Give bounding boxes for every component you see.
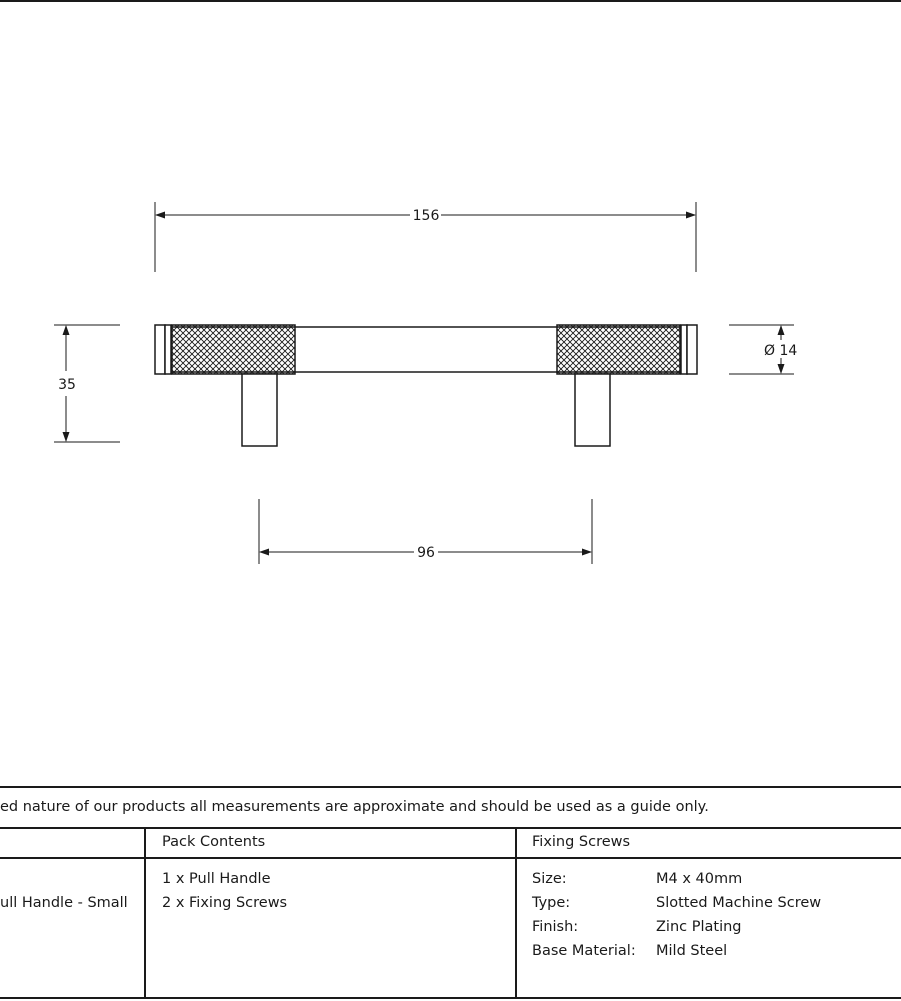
table-bottom-border [0,997,901,999]
left-post [241,373,278,447]
spec-label-finish: Finish: [532,919,579,935]
diameter-label: Ø 14 [764,343,797,359]
column-divider-1 [144,827,146,999]
right-end-collar [680,324,688,375]
spec-label-type: Type: [532,895,571,911]
spec-value-size: M4 x 40mm [656,871,743,887]
column-divider-2 [515,827,517,999]
technical-drawing: 156 35 Ø 14 96 [0,0,901,564]
right-knurled-grip [556,324,681,375]
pack-contents-heading: Pack Contents [162,834,266,850]
projection-label: 35 [58,377,76,393]
diameter-dimension: Ø 14 [729,324,797,375]
centres-label: 96 [417,545,435,561]
right-post [574,373,611,447]
projection-dimension: 35 [54,324,120,443]
spec-label-base-material: Base Material: [532,943,636,959]
left-end-cap [154,324,166,375]
header-divider [0,857,901,859]
spec-value-base-material: Mild Steel [656,943,728,959]
disclaimer-text: ed nature of our products all measuremen… [0,799,709,815]
spec-value-finish: Zinc Plating [656,919,742,935]
spec-value-type: Slotted Machine Screw [656,895,822,911]
fixing-screws-heading: Fixing Screws [532,834,631,850]
left-end-collar [164,324,172,375]
pack-contents-item: 1 x Pull Handle [162,871,271,887]
table-top-border [0,786,901,788]
pull-handle [154,324,698,447]
spec-label-size: Size: [532,871,567,887]
right-end-cap [686,324,698,375]
centres-dimension: 96 [258,499,593,564]
product-name: ull Handle - Small [0,895,128,911]
pack-contents-item: 2 x Fixing Screws [162,895,288,911]
overall-length-label: 156 [413,208,440,224]
overall-length-dimension: 156 [154,202,697,272]
left-knurled-grip [171,324,296,375]
disclaimer-divider [0,827,901,829]
